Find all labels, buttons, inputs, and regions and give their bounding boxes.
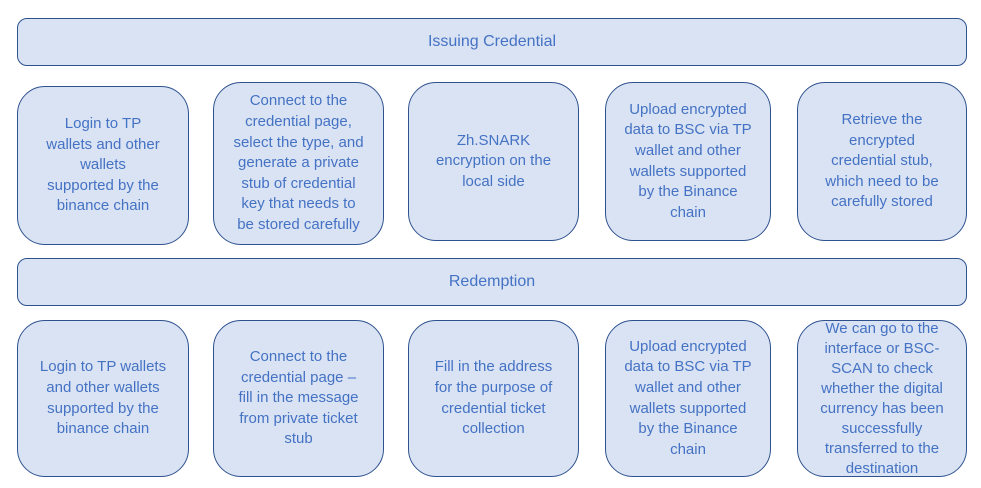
issuing-credential-header: Issuing Credential (17, 18, 967, 66)
redemption-step-2: Connect to the credential page – fill in… (213, 320, 384, 477)
issuing-step-1: Login to TP wallets and other wallets su… (17, 86, 189, 245)
redemption-step-4: Upload encrypted data to BSC via TP wall… (605, 320, 771, 477)
issuing-step-3: Zh.SNARK encryption on the local side (408, 82, 579, 241)
redemption-step-1: Login to TP wallets and other wallets su… (17, 320, 189, 477)
redemption-step-3: Fill in the address for the purpose of c… (408, 320, 579, 477)
redemption-step-5: We can go to the interface or BSC- SCAN … (797, 320, 967, 477)
issuing-step-4: Upload encrypted data to BSC via TP wall… (605, 82, 771, 241)
issuing-step-5: Retrieve the encrypted credential stub, … (797, 82, 967, 241)
issuing-step-2: Connect to the credential page, select t… (213, 82, 384, 245)
redemption-header: Redemption (17, 258, 967, 306)
